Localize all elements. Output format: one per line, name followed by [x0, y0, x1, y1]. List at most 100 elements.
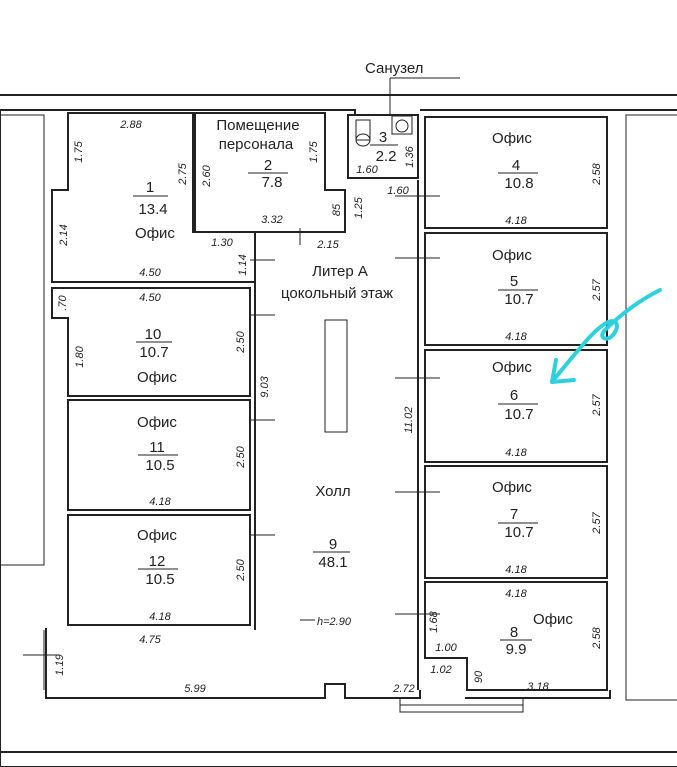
dim-5-99: 5.99: [184, 683, 205, 695]
room-5-office: Офис 5 10.7: [424, 232, 608, 346]
room-7-label: Офис: [492, 479, 532, 496]
dim-2-60: 2.60: [201, 164, 213, 187]
dim-2-50-b: 2.50: [235, 445, 247, 468]
room-1-area: 13.4: [138, 201, 167, 218]
room-9-area: 48.1: [318, 554, 347, 571]
room-2-staff-room: Помещение персонала 2 7.8: [194, 112, 346, 233]
dim-2-58-b: 2.58: [591, 626, 603, 649]
room-8-label: Офис: [533, 611, 573, 628]
room-10-number: 10: [145, 326, 162, 343]
sink-icon: [391, 115, 413, 135]
room-1-label: Офис: [135, 225, 175, 242]
dim-4-18-f: 4.18: [149, 496, 171, 508]
door-marks: [250, 195, 440, 621]
dim-2-57-c: 2.57: [591, 511, 603, 534]
room-3-bathroom: 3 2.2: [347, 114, 419, 179]
dim-1-36: 1.36: [404, 145, 416, 167]
bathroom-callout: Санузел: [365, 60, 460, 115]
room-5-label: Офис: [492, 247, 532, 264]
dim-4-18-g: 4.18: [149, 611, 171, 623]
dim-1-80: 1.80: [74, 345, 86, 367]
dim-2-88: 2.88: [119, 119, 142, 131]
room-4-number: 4: [512, 157, 520, 174]
hall-column: [324, 319, 348, 433]
room-5-number: 5: [510, 273, 518, 290]
room-7-office: Офис 7 10.7: [424, 465, 608, 579]
room-10-area: 10.7: [139, 344, 168, 361]
dim-4-50-a: 4.50: [139, 267, 161, 279]
highlight-arrow: [550, 288, 662, 384]
dim-4-50-b: 4.50: [139, 292, 161, 304]
dim-2-58-a: 2.58: [591, 162, 603, 185]
room-12-area: 10.5: [145, 571, 174, 588]
dim-2-15: 2.15: [316, 239, 339, 251]
room-12-office: Офис 12 10.5: [67, 514, 251, 626]
building-outline: [0, 94, 677, 767]
toilet-icon: [355, 119, 371, 141]
dim-4-18-a: 4.18: [505, 215, 527, 227]
dim-2-57-b: 2.57: [591, 393, 603, 416]
dim-2-50-c: 2.50: [235, 558, 247, 581]
liter-label: Литер А: [312, 263, 368, 280]
room-9-hall: Литер А цокольный этаж Холл 9 48.1 h=2.9…: [281, 263, 393, 628]
room-6-office: Офис 6 10.7: [424, 349, 608, 463]
dim-1-02: 1.02: [430, 664, 451, 676]
bathroom-label: Санузел: [365, 60, 423, 77]
dim-3-32: 3.32: [261, 214, 282, 226]
dim-1-60-b: 1.60: [387, 185, 409, 197]
room-11-label: Офис: [137, 414, 177, 431]
dim-4-75: 4.75: [139, 634, 161, 646]
dimension-labels: 2.88 1.75 2.75 2.14 1.30 4.50 1.14 2.60 …: [54, 119, 603, 695]
dim-2-75: 2.75: [177, 162, 189, 185]
room-11-number: 11: [149, 439, 165, 456]
dim-1-19: 1.19: [54, 654, 66, 675]
floor-label: цокольный этаж: [281, 285, 393, 302]
room-5-area: 10.7: [504, 291, 533, 308]
room-11-office: Офис 11 10.5: [67, 399, 251, 511]
dim-2-50-a: 2.50: [235, 330, 247, 353]
room-2-label-line1: Помещение: [216, 117, 299, 134]
dim-2-14: 2.14: [58, 224, 70, 246]
room-11-area: 10.5: [145, 457, 174, 474]
room-7-number: 7: [510, 506, 518, 523]
ceiling-height: h=2.90: [317, 616, 352, 628]
room-10-office: 10 10.7 Офис: [51, 287, 251, 397]
room-8-office: Офис 8 9.9: [424, 581, 608, 691]
dim-1-25: 1.25: [353, 196, 365, 218]
room-2-area: 7.8: [262, 174, 283, 191]
room-4-area: 10.8: [504, 175, 533, 192]
hall-label: Холл: [315, 483, 350, 500]
room-3-number: 3: [379, 129, 387, 146]
room-1-number: 1: [146, 179, 154, 196]
dim-1-00: 1.00: [435, 642, 457, 654]
dim-1-30: 1.30: [211, 237, 233, 249]
room-4-label: Офис: [492, 130, 532, 147]
room-7-area: 10.7: [504, 524, 533, 541]
dim-1-68: 1.68: [428, 610, 440, 632]
dim-11-02: 11.02: [403, 407, 415, 434]
room-8-number: 8: [510, 624, 518, 641]
room-3-area: 2.2: [376, 148, 397, 165]
dim-1-60-a: 1.60: [356, 164, 378, 176]
room-12-number: 12: [149, 553, 166, 570]
room-10-label: Офис: [137, 369, 177, 386]
room-8-area: 9.9: [506, 641, 527, 658]
room-6-area: 10.7: [504, 406, 533, 423]
room-2-number: 2: [264, 157, 272, 174]
dim-1-14: 1.14: [237, 254, 249, 275]
room-6-label: Офис: [492, 359, 532, 376]
room-6-number: 6: [510, 387, 518, 404]
room-2-label-line2: персонала: [219, 136, 294, 153]
dim-4-18-c: 4.18: [505, 447, 527, 459]
room-9-number: 9: [329, 536, 337, 553]
dim-4-18-e: 4.18: [505, 588, 527, 600]
dim-2-57-a: 2.57: [591, 278, 603, 301]
dim-3-18: 3.18: [527, 681, 549, 693]
dim-1-75-b: 1.75: [308, 140, 320, 162]
dim-85: 85: [331, 203, 343, 216]
dim-2-72: 2.72: [392, 683, 414, 695]
room-4-office: Офис 4 10.8: [424, 116, 608, 229]
dim-0-70: .70: [57, 294, 69, 310]
dim-9-03: 9.03: [259, 375, 271, 397]
dim-4-18-d: 4.18: [505, 564, 527, 576]
